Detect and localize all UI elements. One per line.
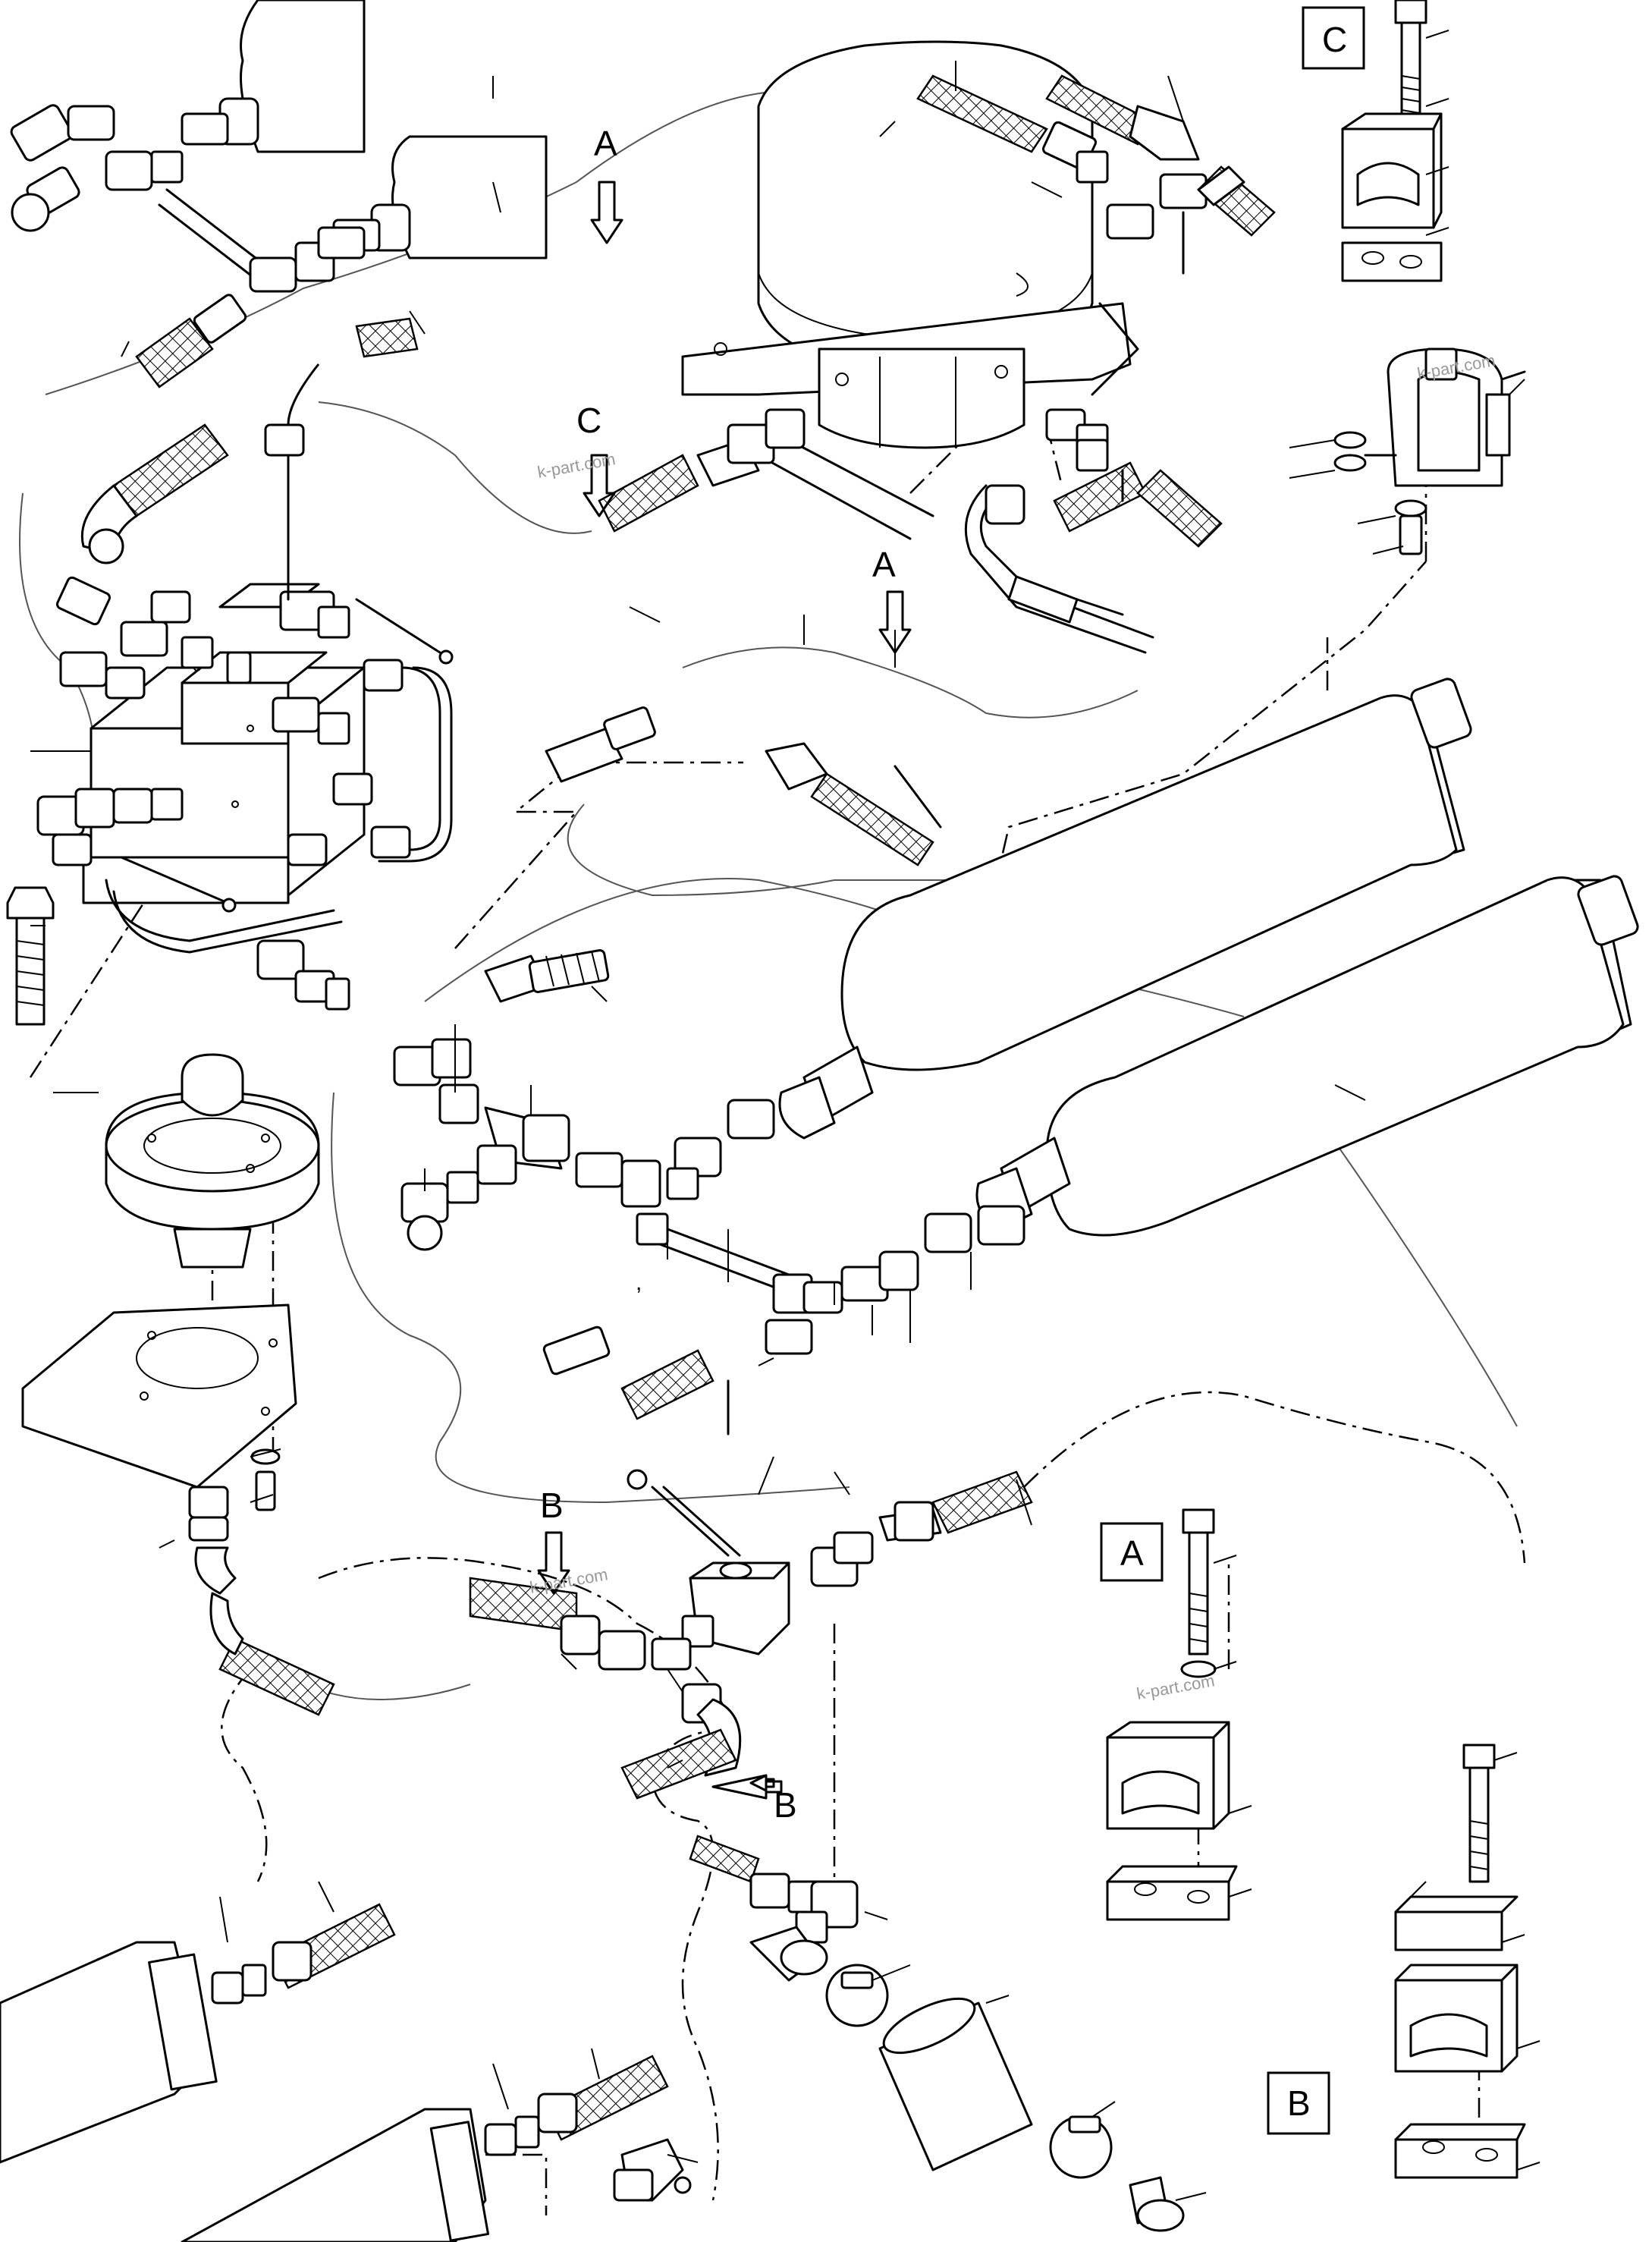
callout-a-top: A (594, 124, 617, 163)
callout-arrows (537, 181, 912, 1800)
center-manifold-assembly (393, 949, 1025, 1435)
watermark-3: k-part.com (1135, 1671, 1217, 1703)
left-long-bolt (6, 886, 55, 1026)
tank-side-fittings (598, 408, 1223, 654)
top-left-braided-hoses (80, 294, 419, 564)
right-strap-clamp (1333, 347, 1526, 555)
detail-box-b: B (1267, 2071, 1330, 2135)
detail-b-bolt-clamp (1394, 1744, 1526, 2179)
detail-box-b-label: B (1287, 2083, 1311, 2123)
detail-c-bolt-clamp (1341, 0, 1443, 282)
detail-a-bolt-clamp (1106, 1508, 1238, 1921)
callout-a-mid: A (872, 545, 896, 584)
right-accumulator-upper (778, 678, 1472, 1140)
left-bladder-accumulator (21, 1053, 335, 1716)
part-leader-lines (30, 30, 1541, 2201)
right-accumulator-lower (975, 875, 1639, 1237)
bottom-rubber-hose-and-clamps (749, 1926, 1185, 2232)
lower-ball-valve (469, 1469, 1033, 1944)
watermark-1: k-part.com (536, 449, 617, 482)
detail-box-a: A (1100, 1522, 1164, 1582)
callout-b-lower: B (540, 1486, 564, 1525)
callout-c-mid: C (576, 401, 601, 440)
callout-b-right: B (774, 1785, 797, 1825)
bottom-left-accumulators (0, 1903, 692, 2242)
detail-box-c-label: C (1322, 20, 1347, 59)
detail-box-a-label: A (1120, 1533, 1144, 1573)
stray-comma-mark: , (636, 1270, 642, 1295)
top-left-accumulators (181, 0, 548, 259)
left-main-valve-block (36, 454, 454, 1011)
top-left-fitting-cluster (10, 104, 366, 293)
top-center-hoses (916, 74, 1276, 275)
center-upper-hoses (545, 706, 942, 866)
detail-box-c: C (1302, 6, 1365, 70)
